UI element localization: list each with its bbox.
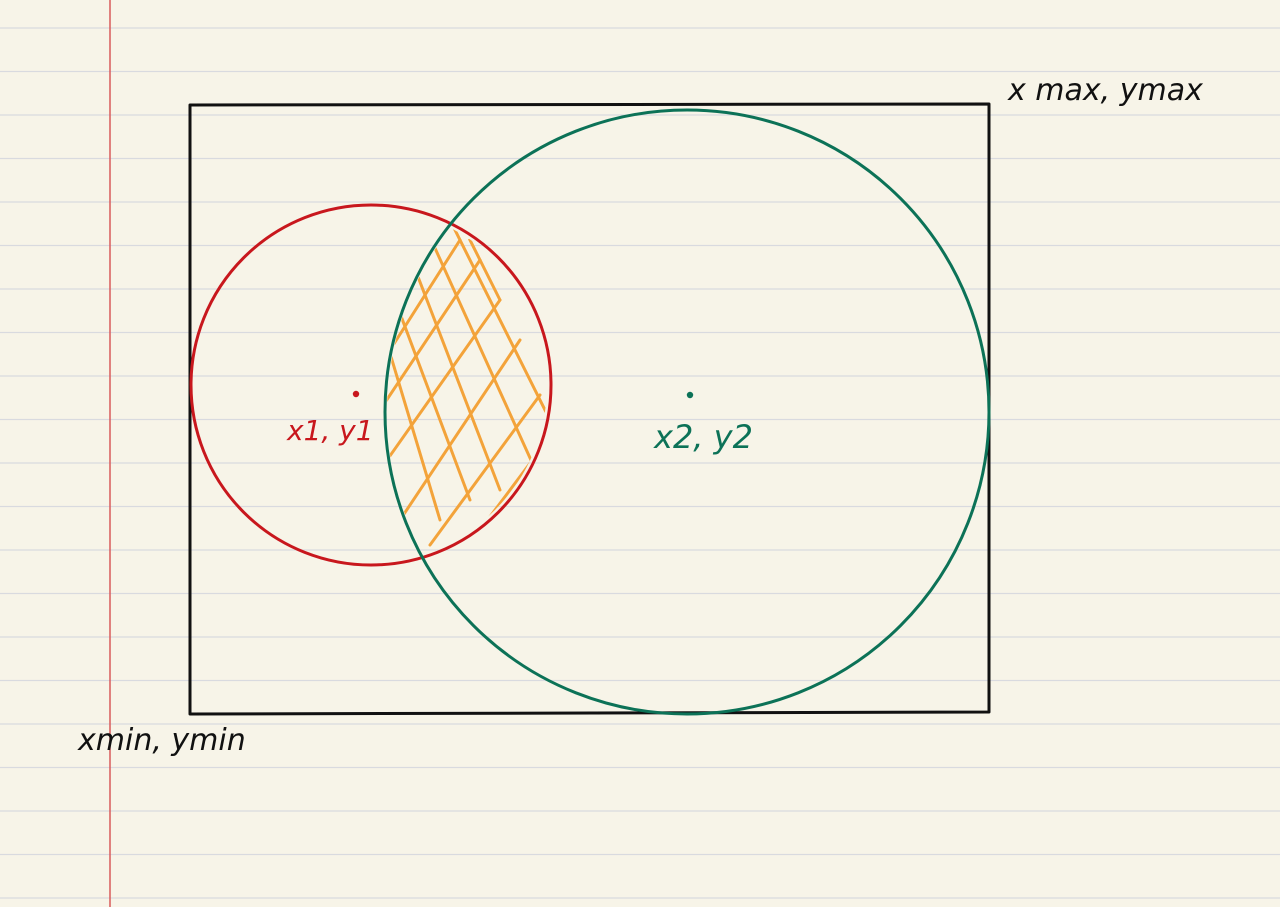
hatch-line [418, 213, 542, 482]
circle-2 [383, 108, 991, 716]
dot-icon [352, 390, 360, 398]
hatch-line [387, 258, 482, 412]
max-corner-label: x max, ymax [1007, 73, 1203, 108]
hatch-line [398, 338, 522, 522]
hatch-line [388, 238, 462, 352]
bounding-box [188, 102, 991, 716]
dot-icon [686, 391, 694, 399]
ruled-lines [0, 27, 1280, 899]
overlap-hatch [387, 213, 547, 547]
circle-1 [189, 203, 553, 567]
center-2-label: x2, y2 [653, 418, 753, 456]
center-1-label: x1, y1 [286, 414, 374, 447]
hatch-line [387, 298, 502, 472]
hatch-line [428, 393, 542, 547]
hatch-line [478, 428, 547, 532]
min-corner-label: xmin, ymin [77, 723, 246, 758]
hatch-line [448, 218, 547, 442]
